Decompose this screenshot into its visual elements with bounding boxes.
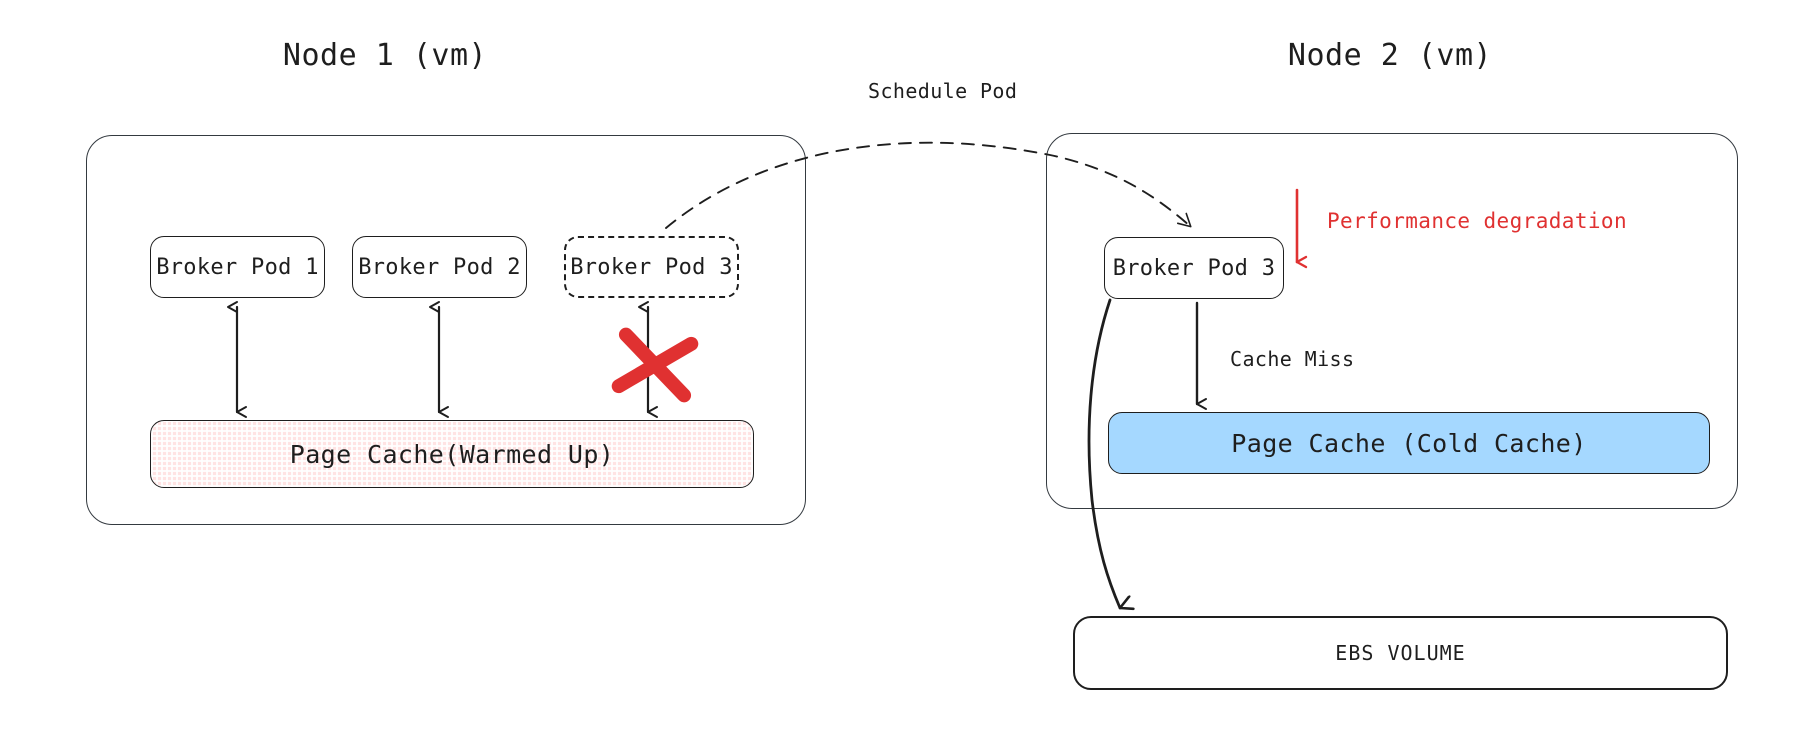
pod-label: Broker Pod 1 [156,254,319,280]
pod-label: Broker Pod 3 [1112,255,1276,281]
node2-pod-broker-pod-3[interactable]: Broker Pod 3 [1104,237,1284,299]
node1-page-cache-warm[interactable]: Page Cache(Warmed Up) [150,420,754,488]
page-cache-label: Page Cache (Cold Cache) [1231,428,1587,458]
node1-title: Node 1 (vm) [282,38,488,73]
node1-pod-broker-pod-3-evicted[interactable]: Broker Pod 3 [564,236,739,298]
pod-label: Broker Pod 2 [358,254,521,280]
node1-container[interactable] [86,135,806,525]
ebs-volume-box[interactable]: EBS VOLUME [1073,616,1728,690]
node2-title: Node 2 (vm) [1287,38,1493,73]
cache-miss-label: Cache Miss [1230,347,1355,371]
page-cache-label: Page Cache(Warmed Up) [289,439,615,469]
schedule-pod-label: Schedule Pod [868,79,1018,103]
ebs-volume-label: EBS VOLUME [1335,641,1466,665]
node2-page-cache-cold[interactable]: Page Cache (Cold Cache) [1108,412,1710,474]
node1-pod-broker-pod-1[interactable]: Broker Pod 1 [150,236,325,298]
performance-degradation-label: Performance degradation [1327,209,1627,233]
node2-container[interactable] [1046,133,1738,509]
pod-label: Broker Pod 3 [570,254,733,280]
node1-pod-broker-pod-2[interactable]: Broker Pod 2 [352,236,527,298]
